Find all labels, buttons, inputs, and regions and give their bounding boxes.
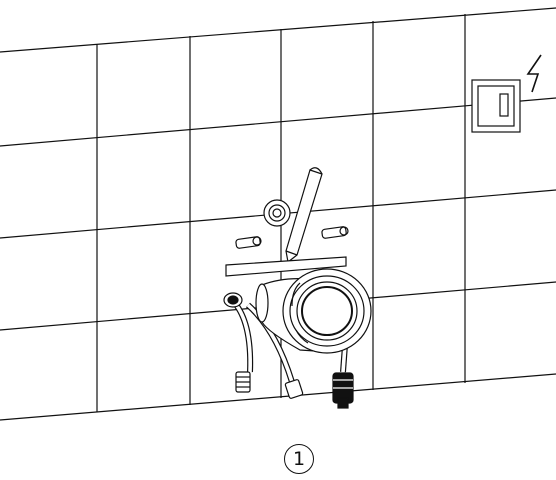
wall-socket-icon	[471, 79, 521, 133]
wall-tiles	[0, 7, 556, 421]
wall-plug-icon	[235, 226, 349, 249]
marking-strip	[225, 256, 347, 277]
electricity-icon	[526, 54, 542, 93]
connector-icon	[235, 371, 354, 409]
pencil-icon	[285, 167, 323, 264]
step-number: 1	[284, 444, 314, 474]
side-outlet	[223, 292, 243, 308]
adapter-icon	[255, 268, 372, 354]
mounting-cap	[263, 199, 291, 227]
